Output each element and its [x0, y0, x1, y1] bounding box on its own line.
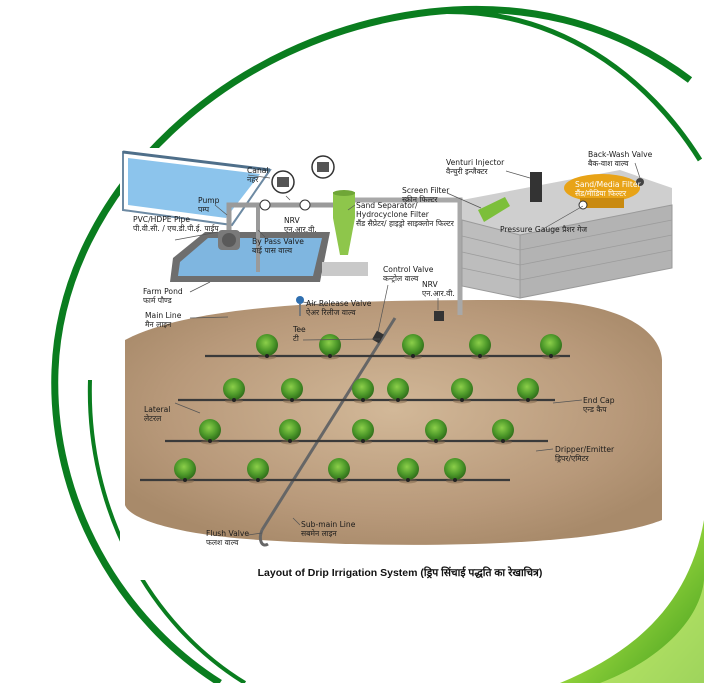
tank-legs — [580, 198, 624, 208]
control-valve — [372, 330, 384, 344]
dripper — [328, 354, 332, 358]
dripper — [256, 478, 260, 482]
dripper — [411, 354, 415, 358]
backwash-valve — [636, 178, 644, 186]
plant-bush — [223, 378, 245, 404]
plant-bush — [174, 458, 196, 484]
dripper — [453, 478, 457, 482]
plant-bush — [247, 458, 269, 484]
dripper — [288, 439, 292, 443]
dripper — [549, 354, 553, 358]
venturi-injector — [530, 172, 542, 202]
label-pressure-gauge: Pressure Gauge प्रैशर गेज — [500, 225, 588, 234]
pump-motor — [222, 233, 236, 247]
corner-swoosh-light — [600, 580, 704, 683]
screen-filter — [478, 197, 510, 222]
plant-bush — [451, 378, 473, 404]
plant-bush — [444, 458, 466, 484]
dripper — [526, 398, 530, 402]
sub-main-line — [260, 317, 397, 531]
dripper — [434, 439, 438, 443]
dripper — [183, 478, 187, 482]
soil-field — [125, 300, 662, 545]
dripper — [460, 398, 464, 402]
valve-icon-2 — [317, 162, 329, 172]
sand-separator — [333, 192, 355, 255]
brick-wall-side — [519, 204, 673, 299]
plant-bush — [402, 334, 424, 360]
dripper — [361, 439, 365, 443]
separator-base — [322, 262, 368, 276]
plants — [174, 334, 562, 484]
brick-lines — [461, 219, 673, 281]
green-arc-right — [429, 9, 703, 162]
plant-bush — [199, 419, 221, 445]
farm-pond-water — [178, 238, 322, 276]
plant-bush — [328, 458, 350, 484]
valve-icon-1 — [277, 177, 289, 187]
air-release-valve — [296, 296, 304, 304]
dripper — [361, 398, 365, 402]
dripper — [478, 354, 482, 358]
separator-top — [333, 190, 355, 196]
plant-bush — [281, 378, 303, 404]
plant-bush — [256, 334, 278, 360]
valve-small-1 — [259, 199, 271, 211]
plant-bush — [469, 334, 491, 360]
nrv-valve — [434, 311, 444, 321]
plant-bush — [540, 334, 562, 360]
dripper — [232, 398, 236, 402]
valve-small-2 — [299, 199, 311, 211]
dripper — [265, 354, 269, 358]
plant-bush — [492, 419, 514, 445]
plant-bush — [397, 458, 419, 484]
plant-bush — [517, 378, 539, 404]
plant-bush — [425, 419, 447, 445]
dripper — [501, 439, 505, 443]
plant-bush — [279, 419, 301, 445]
dripper — [337, 478, 341, 482]
flush-valve — [258, 529, 269, 547]
plant-bush — [352, 419, 374, 445]
dripper — [290, 398, 294, 402]
dripper — [208, 439, 212, 443]
dripper — [396, 398, 400, 402]
plant-bush — [387, 378, 409, 404]
leader-lines — [174, 162, 641, 536]
plant-bush — [352, 378, 374, 404]
diagram-caption: Layout of Drip Irrigation System (ड्रिप … — [257, 567, 543, 579]
canal-edge — [122, 150, 271, 172]
dripper — [406, 478, 410, 482]
corner-swoosh — [560, 520, 704, 683]
sand-media-filter — [564, 174, 640, 202]
